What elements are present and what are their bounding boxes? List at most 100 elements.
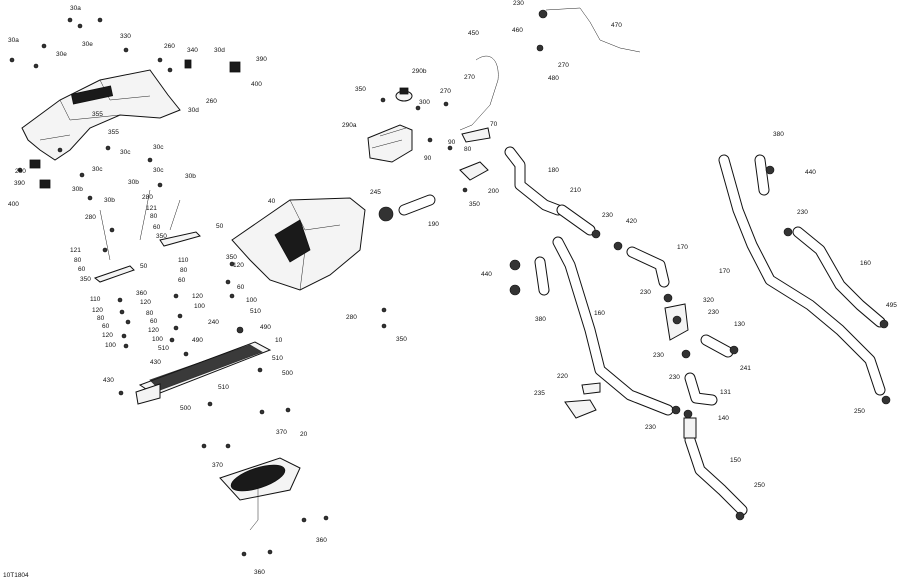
callout-c67: 500 bbox=[282, 370, 293, 377]
callout-c84: 90 bbox=[448, 139, 456, 146]
callout-c87: 450 bbox=[468, 30, 479, 37]
callout-c98: 480 bbox=[548, 75, 559, 82]
callout-c99: 180 bbox=[548, 167, 559, 174]
callout-c83: 90 bbox=[424, 155, 432, 162]
callout-c103: 170 bbox=[677, 244, 688, 251]
callout-c90: 200 bbox=[488, 188, 499, 195]
callout-c6: 260 bbox=[164, 43, 175, 50]
callout-c92: 245 bbox=[370, 189, 381, 196]
front-panel bbox=[21, 69, 181, 161]
callout-c64: 430 bbox=[150, 359, 161, 366]
callout-c51: 80 bbox=[97, 315, 105, 322]
callout-c34: 80 bbox=[74, 257, 82, 264]
callout-c36: 350 bbox=[80, 276, 91, 283]
callout-c62: 490 bbox=[260, 324, 271, 331]
callout-c95: 470 bbox=[611, 22, 622, 29]
thermostat-320 bbox=[664, 303, 697, 439]
callout-c58: 510 bbox=[158, 345, 169, 352]
callout-c21: 30b bbox=[128, 179, 139, 186]
callout-c124: 170 bbox=[719, 268, 730, 275]
figure-id: 10T1804 bbox=[3, 572, 29, 579]
callout-c13: 355 bbox=[108, 129, 119, 136]
callout-c119: 150 bbox=[730, 457, 741, 464]
callout-c96: 460 bbox=[512, 27, 523, 34]
callout-c16: 30c bbox=[153, 144, 164, 151]
callout-c118: 140 bbox=[718, 415, 729, 422]
callout-c61: 240 bbox=[208, 319, 219, 326]
callout-c126: 495 bbox=[886, 302, 897, 309]
callout-c63: 490 bbox=[192, 337, 203, 344]
callout-c110: 130 bbox=[734, 321, 745, 328]
callout-c49: 60 bbox=[150, 318, 158, 325]
hose-170-long bbox=[718, 154, 886, 396]
callout-c123: 230 bbox=[797, 209, 808, 216]
callout-c80: 350 bbox=[355, 86, 366, 93]
callout-c102: 420 bbox=[626, 218, 637, 225]
callout-c89: 80 bbox=[464, 146, 472, 153]
callout-c85: 270 bbox=[440, 88, 451, 95]
callout-c37: 50 bbox=[140, 263, 148, 270]
fasteners-center bbox=[118, 101, 468, 557]
callout-c76: 40 bbox=[268, 198, 276, 205]
callout-c91: 350 bbox=[469, 201, 480, 208]
callout-c41: 80 bbox=[180, 267, 188, 274]
callout-c29: 350 bbox=[156, 233, 167, 240]
coolant-reservoir bbox=[367, 87, 421, 163]
callout-c68: 430 bbox=[103, 377, 114, 384]
callout-c4: 330 bbox=[120, 33, 131, 40]
callout-c18: 390 bbox=[14, 180, 25, 187]
callout-c77: 280 bbox=[346, 314, 357, 321]
callout-c115: 230 bbox=[669, 374, 680, 381]
callout-c101: 230 bbox=[602, 212, 613, 219]
callout-c66: 510 bbox=[272, 355, 283, 362]
callout-c5: 30e bbox=[82, 41, 93, 48]
callout-c20: 30c bbox=[153, 167, 164, 174]
hose-clamps bbox=[509, 165, 891, 521]
callout-c3: 30e bbox=[56, 51, 67, 58]
callout-c32: 280 bbox=[85, 214, 96, 221]
bracket-220 bbox=[581, 382, 601, 395]
callout-c42: 60 bbox=[178, 277, 186, 284]
callout-c17: 260 bbox=[15, 168, 26, 175]
callout-c105: 380 bbox=[535, 316, 546, 323]
callout-c7: 340 bbox=[187, 47, 198, 54]
callout-c47: 120 bbox=[192, 293, 203, 300]
callout-c78: 350 bbox=[396, 336, 407, 343]
callout-c28: 60 bbox=[153, 224, 161, 231]
fasteners-top-left bbox=[9, 17, 241, 201]
callout-c81: 300 bbox=[419, 99, 430, 106]
callout-c97: 270 bbox=[558, 62, 569, 69]
callout-c38: 110 bbox=[178, 257, 189, 264]
callout-c10: 400 bbox=[251, 81, 262, 88]
callout-c46: 100 bbox=[194, 303, 205, 310]
callout-c9: 390 bbox=[256, 56, 267, 63]
cooling-fan bbox=[219, 457, 301, 531]
callout-c50: 120 bbox=[92, 307, 103, 314]
callout-c88: 70 bbox=[490, 121, 498, 128]
callout-c109: 230 bbox=[708, 309, 719, 316]
callout-c79: 290b bbox=[412, 68, 427, 75]
callout-c45: 120 bbox=[140, 299, 151, 306]
callout-c22: 30b bbox=[185, 173, 196, 180]
callout-c43: 360 bbox=[136, 290, 147, 297]
callout-c19: 30c bbox=[92, 166, 103, 173]
callout-c30: 50 bbox=[216, 223, 224, 230]
callout-c75: 360 bbox=[254, 569, 265, 576]
overflow-hose bbox=[459, 55, 499, 131]
callout-c60: 510 bbox=[250, 308, 261, 315]
callout-c72: 20 bbox=[300, 431, 308, 438]
callout-c52: 60 bbox=[102, 323, 110, 330]
callout-c93: 190 bbox=[428, 221, 439, 228]
callout-c48: 80 bbox=[146, 310, 154, 317]
callout-c86: 270 bbox=[464, 74, 475, 81]
callout-c40: 120 bbox=[233, 262, 244, 269]
callout-c35: 60 bbox=[78, 266, 86, 273]
callout-c8: 30d bbox=[214, 47, 225, 54]
callout-c111: 230 bbox=[653, 352, 664, 359]
callout-c120: 250 bbox=[754, 482, 765, 489]
callout-c74: 360 bbox=[316, 537, 327, 544]
callout-c57: 100 bbox=[152, 336, 163, 343]
callout-c117: 230 bbox=[645, 424, 656, 431]
callout-c2: 30a bbox=[8, 37, 19, 44]
brackets-50 bbox=[93, 189, 235, 349]
